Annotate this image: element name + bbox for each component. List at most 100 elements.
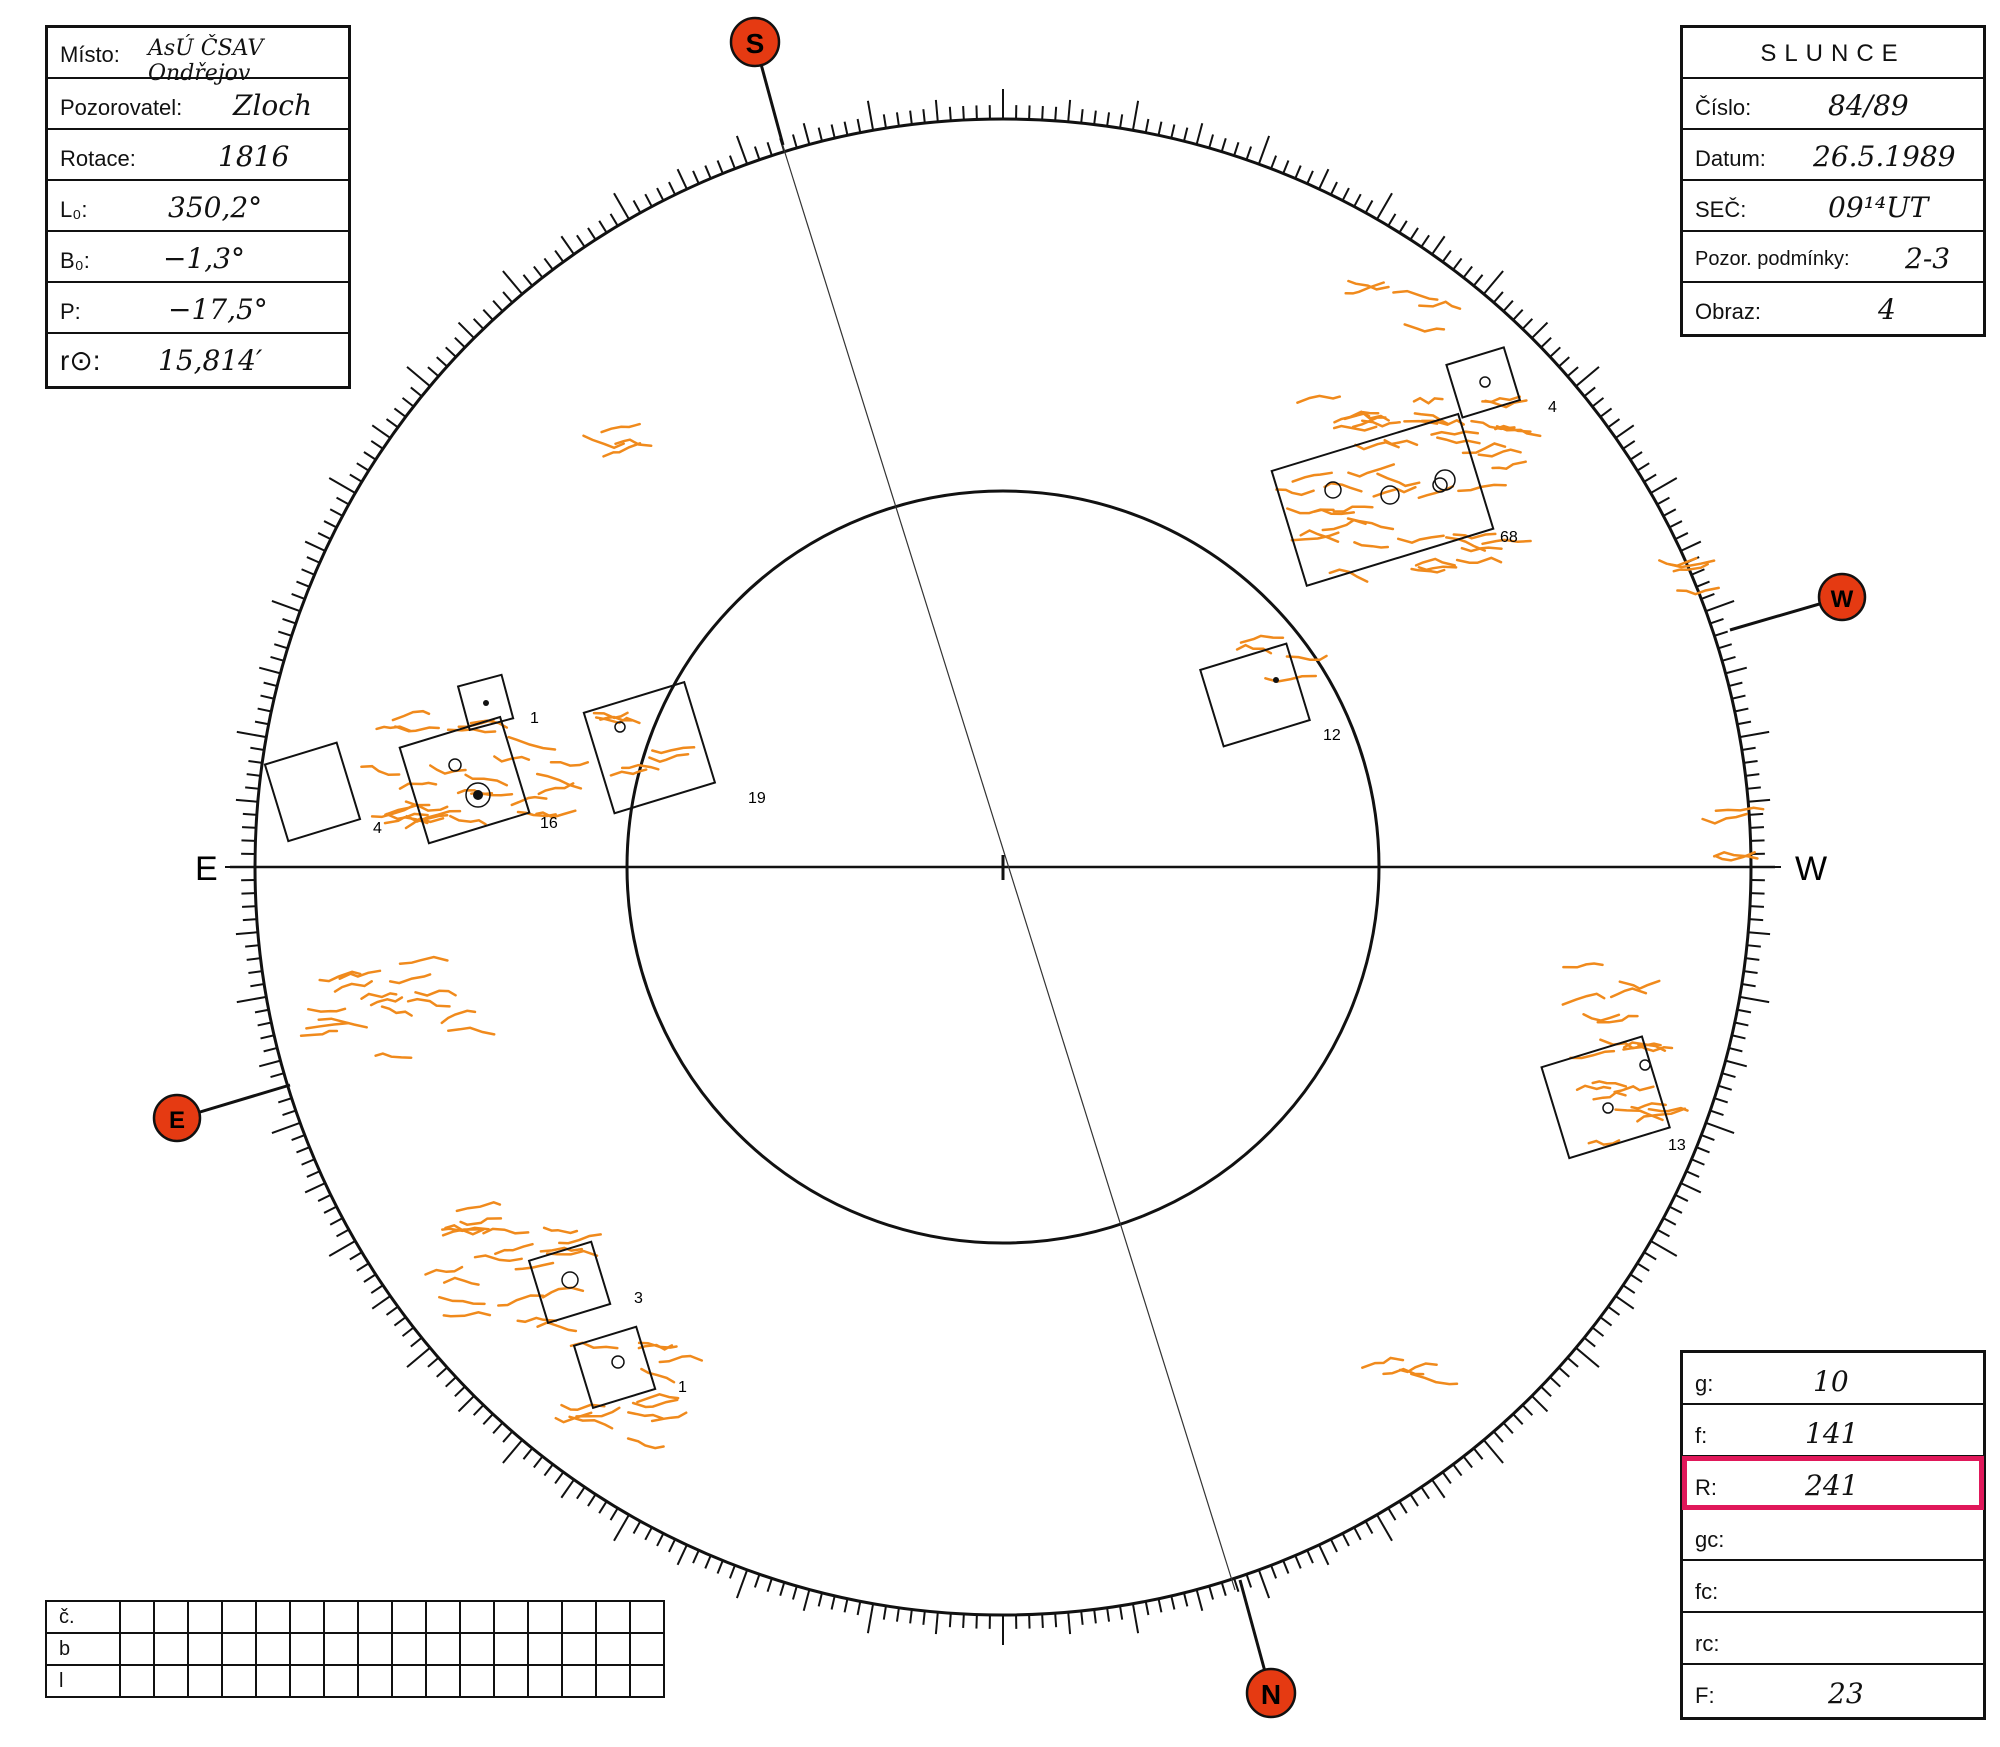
scale-tick (260, 1034, 275, 1040)
scale-tick (1622, 1284, 1636, 1294)
table-cell[interactable] (255, 1600, 291, 1634)
scale-tick (533, 1455, 544, 1469)
facula-stroke (369, 996, 404, 1007)
table-cell[interactable] (357, 1632, 393, 1666)
facula-stroke (1613, 1085, 1655, 1094)
table-cell[interactable] (153, 1632, 189, 1666)
table-cell[interactable] (459, 1600, 495, 1634)
scale-tick (1734, 1021, 1749, 1027)
table-cell[interactable] (119, 1632, 155, 1666)
scale-tick (1054, 106, 1058, 121)
sunspot-group-frame: 3 (527, 1240, 643, 1325)
facula-stroke (1596, 1014, 1639, 1024)
scale-tick (922, 1610, 926, 1625)
facula-stroke (558, 1233, 602, 1245)
facula-stroke (1323, 481, 1363, 493)
rc-label: rc: (1695, 1631, 1720, 1656)
table-cell[interactable] (595, 1600, 631, 1634)
table-cell[interactable] (255, 1664, 291, 1698)
scale-tick (1728, 1046, 1743, 1053)
facula-stroke (575, 1406, 621, 1418)
scale-tick (1353, 1526, 1362, 1541)
table-cell[interactable] (323, 1600, 359, 1634)
scale-tick (436, 1366, 448, 1378)
table-cell[interactable] (221, 1600, 257, 1634)
facula-stroke (1562, 962, 1604, 969)
table-cell[interactable] (119, 1664, 155, 1698)
table-cell[interactable] (357, 1600, 393, 1634)
number-label: Číslo: (1695, 95, 1752, 120)
table-cell[interactable] (561, 1664, 597, 1698)
table-cell[interactable] (187, 1632, 223, 1666)
l0-label: L₀: (60, 197, 88, 222)
table-cell[interactable] (323, 1632, 359, 1666)
scale-tick (1737, 720, 1752, 726)
table-cell[interactable] (629, 1664, 665, 1698)
table-cell[interactable] (493, 1600, 529, 1634)
scale-tick (291, 1134, 306, 1142)
table-cell[interactable] (119, 1600, 155, 1634)
scale-tick (830, 1595, 836, 1610)
scale-tick (1685, 1170, 1700, 1178)
facula-stroke (1313, 508, 1356, 516)
scale-tick (236, 730, 267, 739)
table-cell[interactable] (153, 1600, 189, 1634)
scale-tick (1376, 1514, 1393, 1542)
scale-tick (1220, 138, 1227, 152)
table-cell[interactable] (153, 1664, 189, 1698)
facula-stroke (1412, 396, 1444, 405)
scale-tick (401, 397, 415, 408)
scale-tick (613, 1514, 630, 1542)
table-cell[interactable] (459, 1632, 495, 1666)
table-cell[interactable] (289, 1664, 325, 1698)
scale-tick (1591, 397, 1605, 408)
table-cell[interactable] (629, 1600, 665, 1634)
table-cell[interactable] (425, 1664, 461, 1698)
table-cell[interactable] (425, 1632, 461, 1666)
table-cell[interactable] (187, 1600, 223, 1634)
scale-tick (306, 1170, 321, 1178)
table-cell[interactable] (255, 1632, 291, 1666)
table-cell[interactable] (629, 1632, 665, 1666)
table-cell[interactable] (595, 1664, 631, 1698)
table-cell[interactable] (527, 1632, 563, 1666)
scale-tick (246, 773, 261, 777)
facula-stroke (1410, 567, 1446, 574)
table-cell[interactable] (425, 1600, 461, 1634)
sunspot-group-frame: 4 (263, 741, 382, 843)
table-cell[interactable] (323, 1664, 359, 1698)
table-cell[interactable] (459, 1664, 495, 1698)
table-cell[interactable] (561, 1600, 597, 1634)
scale-tick (277, 1097, 292, 1104)
table-cell[interactable] (187, 1664, 223, 1698)
table-cell[interactable] (493, 1632, 529, 1666)
table-cell[interactable] (527, 1664, 563, 1698)
scale-tick (1431, 235, 1446, 255)
table-cell[interactable] (289, 1600, 325, 1634)
scale-tick (472, 318, 485, 330)
table-cell[interactable] (561, 1632, 597, 1666)
scale-tick (1583, 1336, 1596, 1348)
table-cell[interactable] (357, 1664, 393, 1698)
table-cell[interactable] (221, 1664, 257, 1698)
facula-stroke (1417, 565, 1458, 572)
facula-stroke (398, 781, 438, 790)
scale-tick (856, 1601, 862, 1616)
facula-stroke (1239, 634, 1285, 644)
table-cell[interactable] (221, 1632, 257, 1666)
f-value: 141 (1805, 1417, 1859, 1450)
scale-tick (948, 106, 952, 121)
table-cell[interactable] (595, 1632, 631, 1666)
table-cell[interactable] (391, 1632, 427, 1666)
row-header: b (45, 1632, 121, 1666)
table-cell[interactable] (493, 1664, 529, 1698)
scale-tick (1734, 707, 1749, 713)
observation-info-box: Místo: AsÚ ČSAV Ondřejov Pozorovatel: Zl… (45, 25, 351, 389)
facula-stroke (1436, 436, 1481, 445)
facula-stroke (338, 969, 382, 980)
table-cell[interactable] (391, 1600, 427, 1634)
table-cell[interactable] (289, 1632, 325, 1666)
table-cell[interactable] (527, 1600, 563, 1634)
table-cell[interactable] (391, 1664, 427, 1698)
